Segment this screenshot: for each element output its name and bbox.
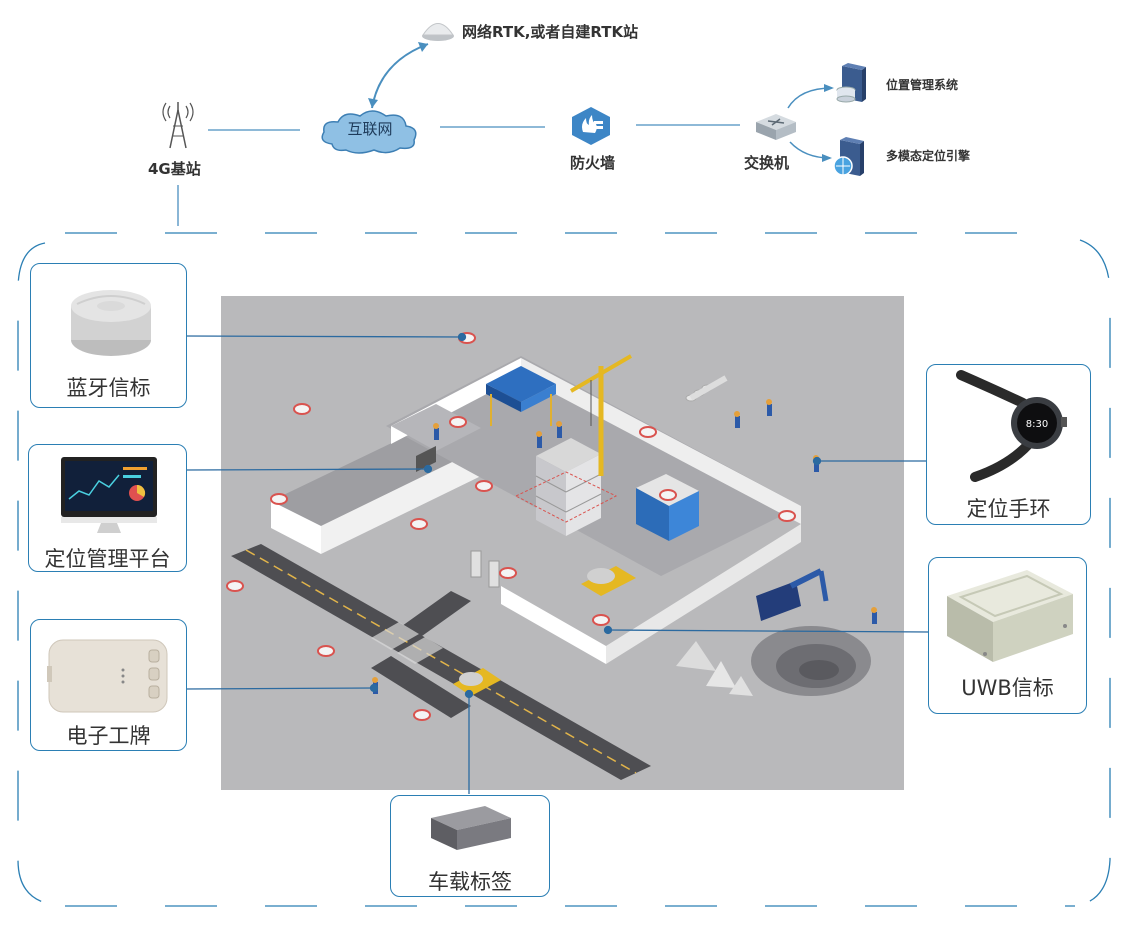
bluetooth-beacon-label: 蓝牙信标 xyxy=(66,376,151,400)
rtk-label: 网络RTK,或者自建RTK站 xyxy=(462,23,639,41)
switch-icon xyxy=(756,114,796,140)
switch-label: 交换机 xyxy=(744,154,790,172)
internet-label: 互联网 xyxy=(347,120,393,138)
positioning-platform-label: 定位管理平台 xyxy=(44,547,171,571)
firewall-label: 防火墙 xyxy=(570,154,616,172)
firewall xyxy=(570,106,612,146)
smartwatch-icon: 8:30 xyxy=(956,370,1067,482)
card-positioning-platform: 定位管理平台 xyxy=(28,444,187,572)
vehicle-tag-box-icon xyxy=(431,806,511,850)
server-globe-icon xyxy=(833,137,864,176)
multi-system-server xyxy=(832,136,866,178)
badge-device-icon xyxy=(47,639,168,713)
satellite-dome-icon xyxy=(422,23,454,41)
base-station-label: 4G基站 xyxy=(148,160,201,178)
switch xyxy=(752,110,800,142)
electronic-badge-label: 电子工牌 xyxy=(66,724,151,748)
cell-tower-icon xyxy=(162,102,194,149)
rtk-station xyxy=(420,16,456,42)
firewall-icon xyxy=(572,107,610,145)
internet-cloud: 互联网 xyxy=(318,106,422,154)
card-uwb-beacon: UWB信标 xyxy=(928,557,1087,714)
positioning-bracelet-label: 定位手环 xyxy=(966,497,1051,521)
uwb-box-icon xyxy=(947,570,1073,662)
server-database-icon xyxy=(836,63,866,103)
mixer-truck-road xyxy=(453,668,501,696)
monitor-icon xyxy=(61,457,157,533)
card-positioning-bracelet: 8:30 定位手环 xyxy=(926,364,1091,525)
card-electronic-badge: 电子工牌 xyxy=(30,619,187,751)
vehicle-tag-label: 车载标签 xyxy=(428,870,512,894)
multi-system-label: 多模态定位引擎 xyxy=(886,149,971,163)
position-system-server xyxy=(834,62,868,104)
uwb-beacon-label: UWB信标 xyxy=(961,676,1054,700)
bluetooth-beacon-icon xyxy=(71,290,151,356)
construction-site-scene xyxy=(221,296,904,790)
mixer-truck xyxy=(581,566,636,596)
card-bluetooth-beacon: 蓝牙信标 xyxy=(30,263,187,408)
position-system-label: 位置管理系统 xyxy=(886,78,959,92)
base-station xyxy=(160,100,196,150)
svg-text:8:30: 8:30 xyxy=(1026,419,1048,430)
cloud-icon xyxy=(321,110,417,154)
site-illustration xyxy=(226,332,877,780)
card-vehicle-tag: 车载标签 xyxy=(390,795,550,897)
